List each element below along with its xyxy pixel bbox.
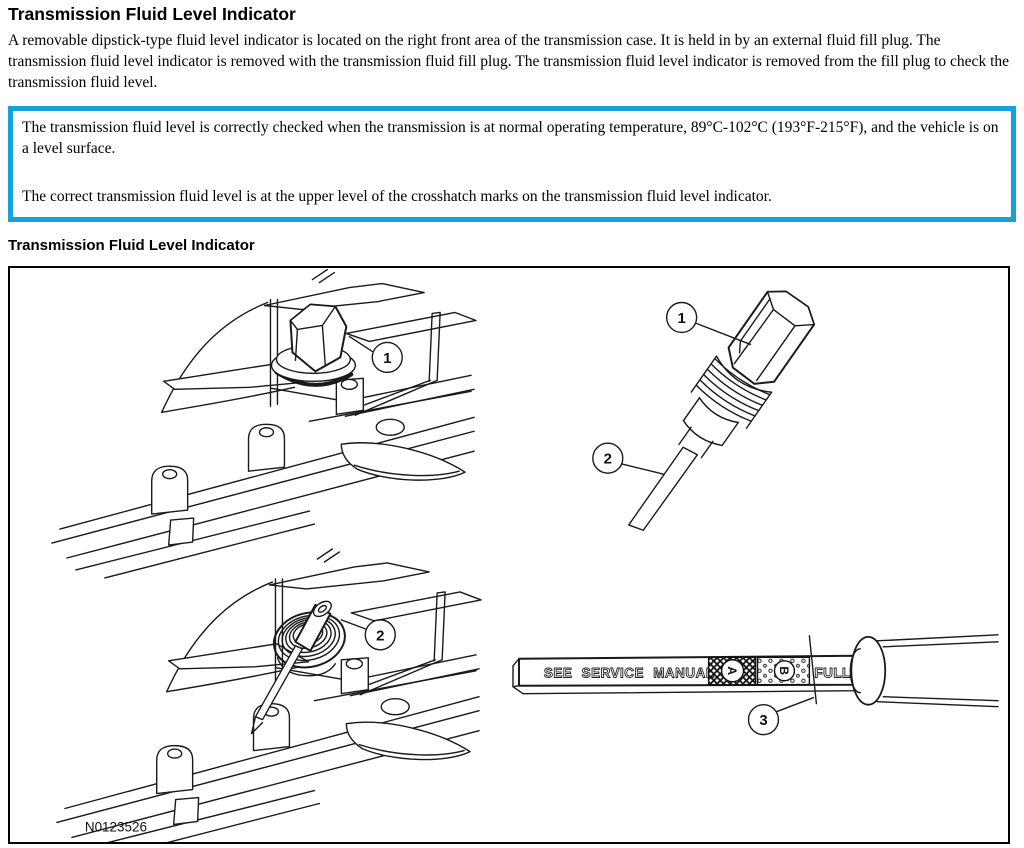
zone-b-letter: B — [777, 667, 791, 676]
callout-balloon-removed: 2 — [340, 619, 396, 651]
view-plug-installed: 1 — [51, 269, 477, 580]
crosshatch-zone: A — [707, 657, 757, 686]
note-paragraph-2: The correct transmission fluid level is … — [22, 188, 772, 206]
view-indicator-closeup: 1 2 — [592, 290, 816, 532]
figure-id-label: N0123526 — [85, 820, 147, 835]
view-blade-detail: SEE SERVICE MANUAL A B FULL — [512, 634, 999, 736]
page-title: Transmission Fluid Level Indicator — [8, 4, 296, 24]
view-indicator-removed: 2 N0123526 — [56, 548, 482, 843]
callout-number-removed: 2 — [376, 628, 384, 645]
figure-heading: Transmission Fluid Level Indicator — [8, 237, 255, 255]
upper-level-mark-line — [808, 635, 818, 705]
see-service-manual-label: SEE SERVICE MANUAL — [544, 666, 715, 681]
note-box: The transmission fluid level is correctl… — [8, 106, 1016, 223]
callout-balloon-closeup-head: 1 — [665, 302, 752, 346]
zone-a-letter: A — [725, 667, 739, 676]
note-paragraph-1: The transmission fluid level is correctl… — [22, 119, 999, 158]
intro-paragraph: A removable dipstick-type fluid level in… — [8, 32, 1009, 92]
callout-balloon-level: 3 — [747, 697, 815, 736]
removed-dipstick-drawing — [250, 601, 332, 735]
dipstick-drawing — [628, 290, 816, 532]
fill-plug-drawing — [270, 303, 357, 388]
callout-number-installed: 1 — [383, 350, 391, 367]
plug-end-drawing — [849, 634, 999, 708]
callout-number-level: 3 — [759, 713, 767, 730]
stipple-zone: B — [756, 657, 811, 686]
callout-balloon-installed: 1 — [348, 336, 403, 374]
callout-number-closeup-blade: 2 — [604, 451, 612, 468]
figure-svg: 1 — [51, 269, 999, 843]
callout-balloon-closeup-blade: 2 — [592, 442, 665, 476]
figure-frame: 1 — [8, 266, 1010, 845]
callout-number-closeup-head: 1 — [677, 310, 685, 327]
full-label: FULL — [814, 666, 850, 681]
